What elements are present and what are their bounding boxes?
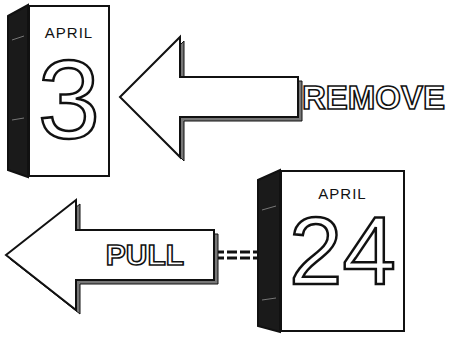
arrow-label: REMOVE (302, 81, 445, 114)
shading-line (262, 206, 276, 210)
calendar-side (258, 170, 280, 332)
month-label: APRIL (318, 186, 366, 201)
shading-line (262, 298, 276, 300)
calendar-page: APRIL 24 (280, 170, 405, 332)
shading-line (12, 36, 24, 40)
calendar-side (8, 5, 28, 177)
month-label: APRIL (45, 25, 93, 40)
day-number: 24 (289, 203, 396, 299)
shading-line (12, 118, 24, 120)
arrow-shape: PULL (4, 198, 216, 312)
day-number: 3 (38, 44, 100, 156)
arrow-label: PULL (106, 240, 184, 270)
arrow-shape: REMOVE (118, 35, 458, 160)
calendar-page: APRIL 3 (28, 5, 110, 177)
arrow-body (6, 200, 214, 310)
arrow-body (120, 37, 298, 157)
